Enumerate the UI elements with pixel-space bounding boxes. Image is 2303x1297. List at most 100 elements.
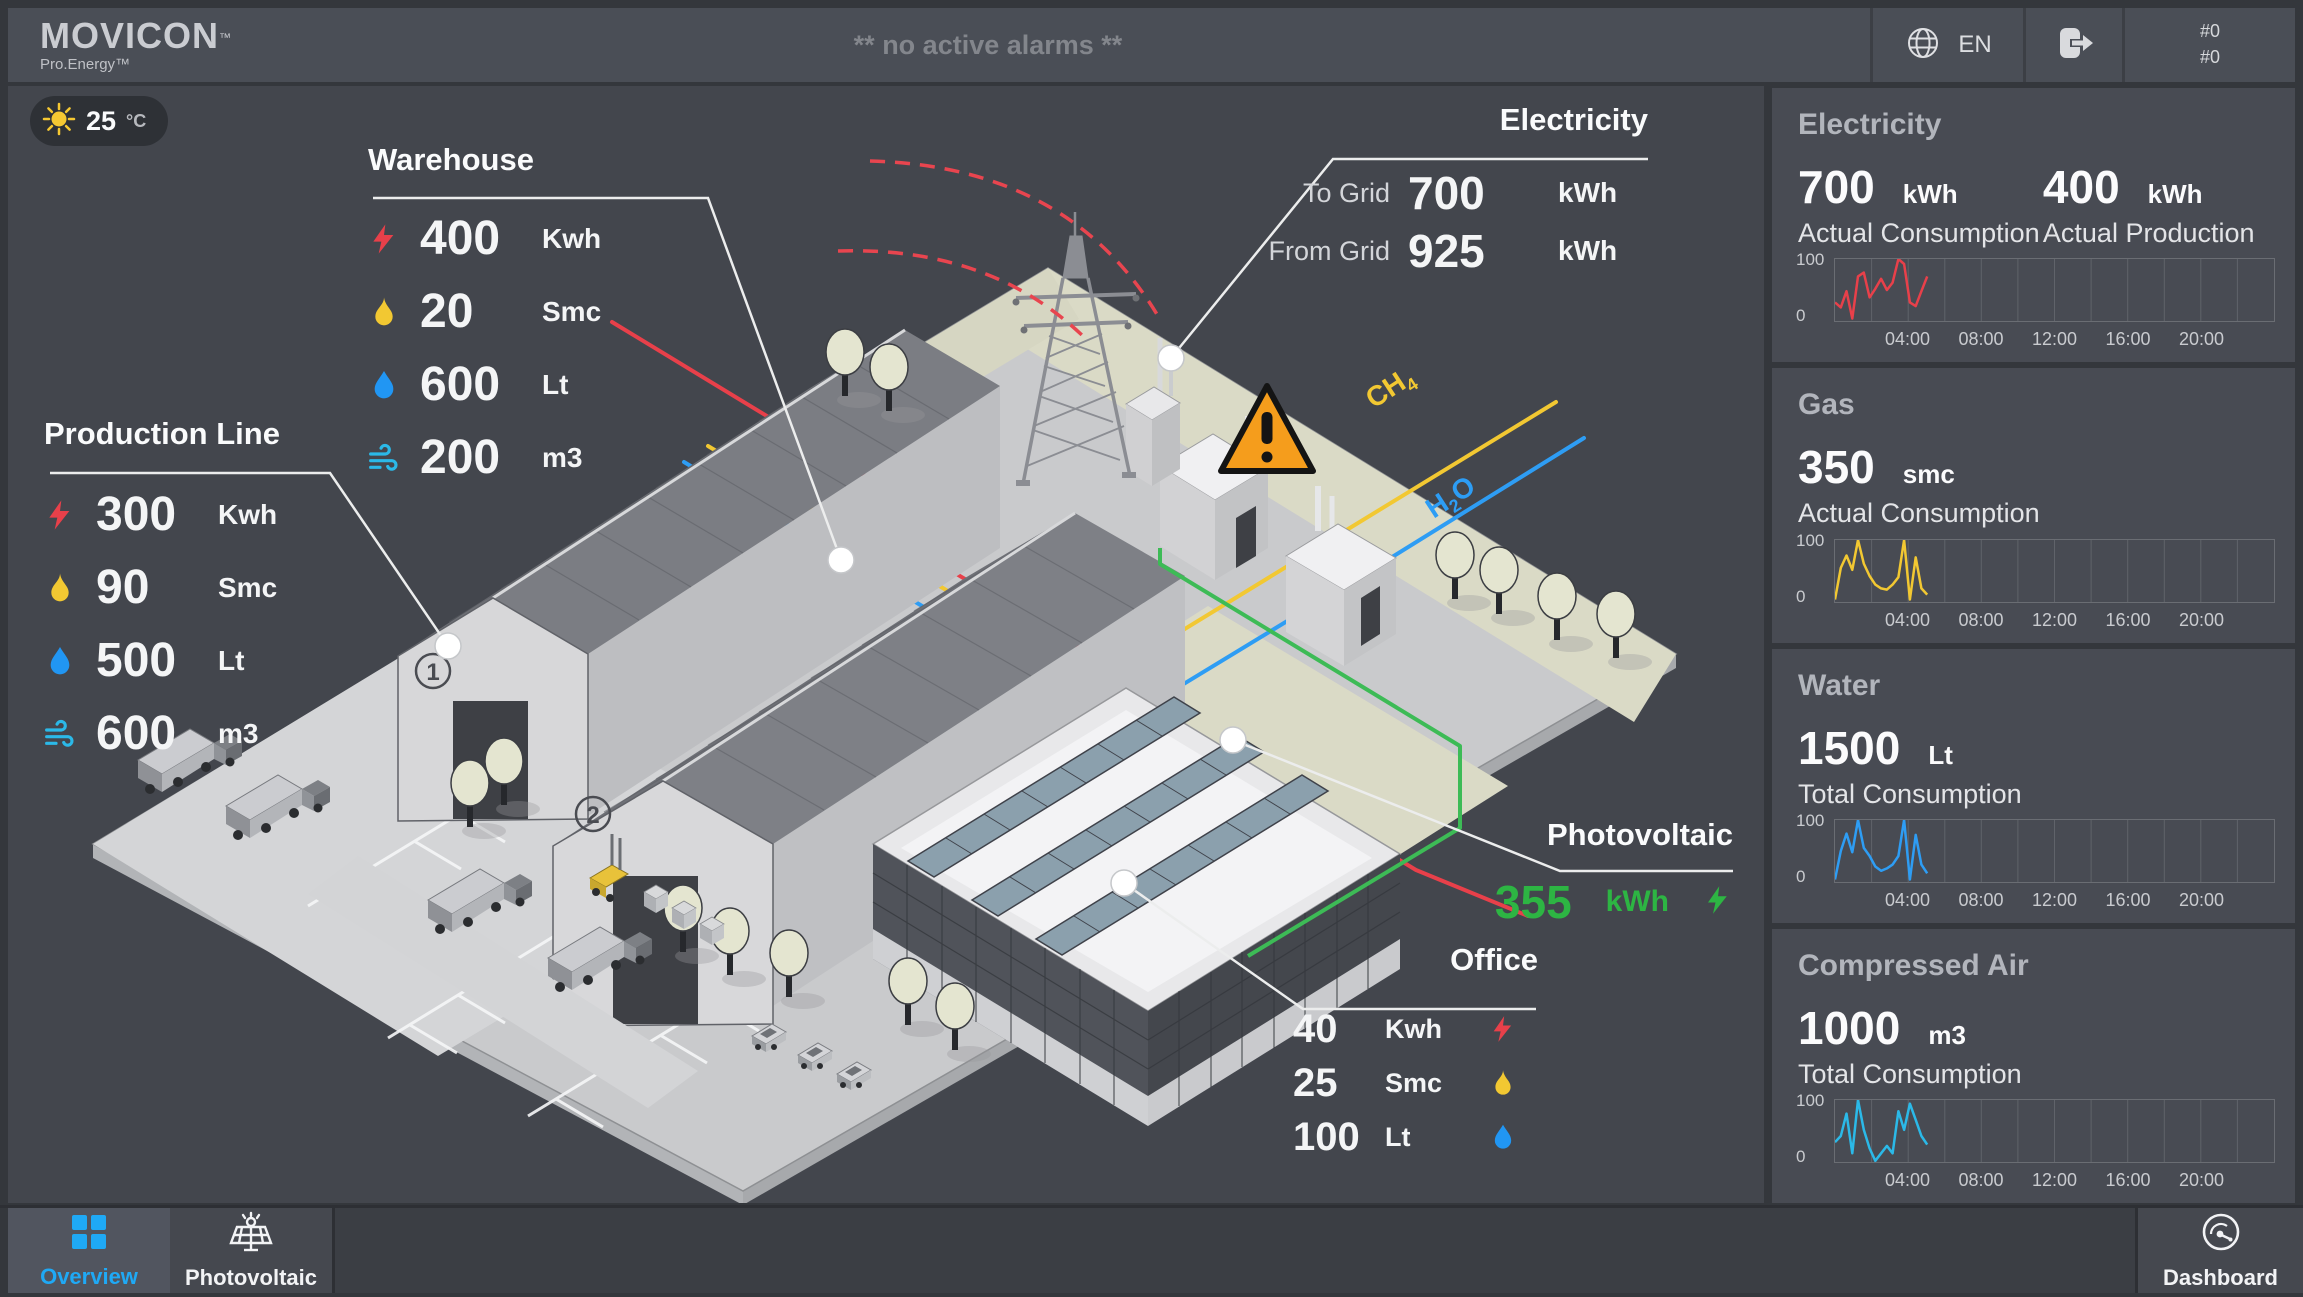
x-axis-tick: 08:00: [1958, 329, 2004, 350]
metric-unit: Lt: [1928, 739, 1953, 770]
metric-value: 355: [1494, 876, 1572, 928]
metric-label: Actual Consumption: [1798, 498, 2040, 529]
sun-icon: [42, 102, 76, 141]
y-axis-tick: 100: [1796, 250, 1825, 270]
trend-chart: 100 0 04:00 08:00 12:00 16:00 20:00: [1796, 531, 2275, 631]
logo-tm: ™: [219, 30, 232, 45]
counter-bottom: #0: [2199, 47, 2221, 67]
x-axis-tick: 04:00: [1884, 1170, 1931, 1190]
compressed-air-icon: [44, 718, 76, 750]
y-axis-tick: 0: [1796, 586, 1806, 606]
metric-label: To Grid: [1302, 177, 1390, 208]
metric-value: 925: [1408, 225, 1485, 277]
x-axis-tick: 12:00: [2031, 329, 2078, 350]
x-axis-tick: 12:00: [2031, 609, 2078, 630]
x-axis-tick: 20:00: [2178, 329, 2225, 350]
y-axis-tick: 0: [1796, 306, 1806, 326]
metric-row: 355 kWh: [1398, 875, 1733, 929]
bottom-nav-bar: Overview Photovoltaic: [0, 1205, 2303, 1293]
status-counters: #0 #0: [2125, 8, 2295, 82]
metric-label: Total Consumption: [1798, 1058, 2022, 1089]
logo-title: MOVICON: [40, 15, 220, 56]
grid-icon: [69, 1212, 109, 1257]
card-title: Electricity: [1798, 108, 1942, 141]
x-axis-tick: 04:00: [1884, 609, 1931, 630]
metric-value: 700: [1408, 167, 1485, 219]
metric-label: Actual Consumption: [1798, 218, 2040, 248]
metric-unit: kWh: [1902, 179, 1958, 209]
metric-value: 500: [96, 634, 177, 687]
x-axis-tick: 16:00: [2105, 889, 2151, 910]
logout-button[interactable]: [2026, 8, 2122, 82]
office-marker[interactable]: [1110, 869, 1138, 897]
y-axis-tick: 100: [1796, 1091, 1825, 1110]
language-label: EN: [1958, 31, 1992, 58]
trend-chart: 100 0 04:00 08:00 12:00 16:00 20:00: [1796, 811, 2275, 911]
trend-chart: 100 0 04:00 08:00 12:00 16:00 20:00: [1796, 1091, 2275, 1191]
x-axis-tick: 20:00: [2178, 609, 2225, 630]
language-selector[interactable]: EN: [1873, 8, 2023, 82]
metric-row: 40 Kwh: [1293, 1002, 1538, 1056]
metric-value: 350: [1798, 441, 1875, 494]
tab-label: Overview: [40, 1263, 138, 1289]
metric-row: 300 Kwh: [44, 478, 384, 551]
app-logo: MOVICON™ Pro.Energy™: [40, 15, 232, 73]
footer-separator: [332, 1208, 335, 1293]
warning-icon[interactable]: [1218, 383, 1316, 474]
callout-electricity: Electricity To Grid 700 kWh From Grid 92…: [1248, 102, 1649, 277]
metric-unit: Kwh: [542, 222, 602, 254]
x-axis-tick: 08:00: [1958, 1170, 2004, 1190]
solar-panel-icon: [227, 1211, 275, 1258]
building-badge-1: 1: [426, 659, 439, 686]
building-badge-2: 2: [586, 802, 599, 829]
card-title: Water: [1798, 668, 1881, 702]
callout-title: Office: [1450, 942, 1538, 977]
metric-value: 400: [420, 212, 501, 265]
metric-unit: Lt: [542, 368, 569, 400]
metric-row: 600 Lt: [368, 348, 708, 421]
metric-value: 600: [420, 358, 501, 411]
globe-icon: [1904, 24, 1942, 67]
card-title: Gas: [1798, 388, 1855, 422]
plant-overview-canvas: 1 2: [8, 86, 1764, 1203]
y-axis-tick: 100: [1796, 530, 1825, 550]
electricity-marker[interactable]: [1157, 344, 1185, 372]
metric-value: 1000: [1798, 1001, 1901, 1054]
dashboard-button[interactable]: Dashboard: [2135, 1208, 2303, 1293]
metric-unit: Lt: [1385, 1121, 1411, 1152]
electricity-pylon: [1012, 212, 1140, 486]
counter-top: #0: [2199, 21, 2221, 42]
electricity-icon: [368, 223, 400, 255]
photovoltaic-marker[interactable]: [1219, 726, 1247, 754]
tab-overview[interactable]: Overview: [8, 1208, 170, 1293]
metric-row: 25 Smc: [1293, 1056, 1538, 1110]
x-axis-tick: 16:00: [2105, 1170, 2151, 1190]
x-axis-tick: 08:00: [1958, 609, 2004, 630]
production-line-marker[interactable]: [434, 632, 462, 660]
metric-unit: kWh: [1558, 235, 1618, 266]
warehouse-marker[interactable]: [827, 546, 855, 574]
metric-unit: m3: [1928, 1019, 1966, 1050]
metric-row: 200 m3: [368, 421, 708, 494]
header-separator: [2023, 8, 2026, 82]
tab-photovoltaic[interactable]: Photovoltaic: [170, 1208, 332, 1293]
alarm-banner: ** no active alarms **: [853, 29, 1123, 60]
callout-leaders: [50, 157, 1733, 1011]
x-axis-tick: 04:00: [1884, 329, 1931, 350]
trend-chart: 100 0 04:00 08:00 12:00 16:00 20:00: [1796, 250, 2275, 350]
forklift: [588, 834, 630, 902]
metric-value: 300: [96, 488, 177, 541]
metric: 1000 m3 Total Consumption: [1798, 1001, 2022, 1090]
y-axis-tick: 0: [1796, 1147, 1806, 1166]
gas-icon: [1489, 1069, 1517, 1097]
transformer-cabinet: [1125, 338, 1181, 486]
temperature-unit: °C: [126, 110, 147, 131]
